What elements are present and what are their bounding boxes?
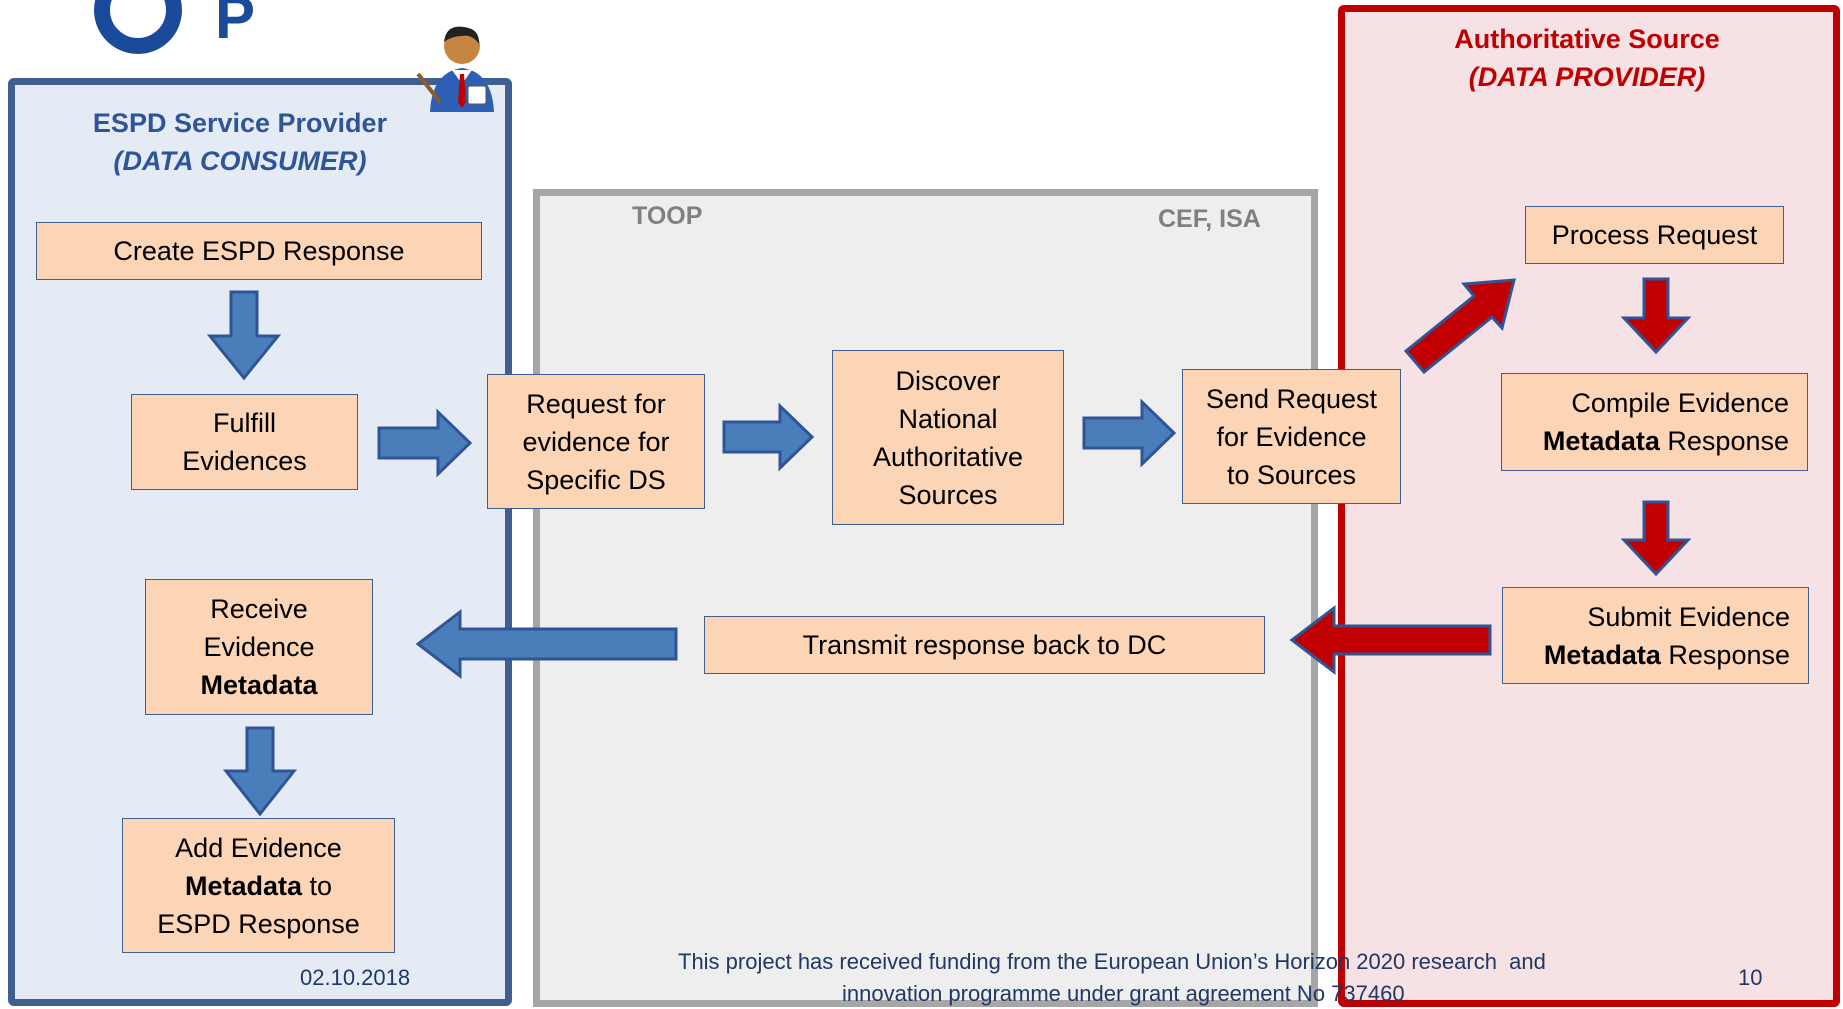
arrow-down-create-to-fulfill [206, 290, 282, 381]
cef-isa-label: CEF, ISA [1158, 205, 1261, 233]
transmit-text: Transmit response back to DC [802, 630, 1167, 660]
process-request-box: Process Request [1525, 206, 1784, 264]
submit-line-2-rest: Response [1660, 639, 1790, 670]
fulfill-line-1: Fulfill [212, 408, 276, 438]
compile-evidence-box: Compile Evidence Metadata Response [1501, 373, 1808, 471]
discover-line-4: Sources [898, 479, 998, 510]
request-line-1: Request for [526, 388, 666, 419]
discover-line-3: Authoritative [872, 441, 1024, 472]
transmit-response-box: Transmit response back to DC [704, 616, 1265, 674]
receive-evidence-metadata-box: Receive Evidence Metadata [145, 579, 373, 715]
arrow-right-fulfill-to-request [377, 408, 473, 478]
submit-line-2-bold: Metadata [1543, 639, 1661, 670]
date-label: 02.10.2018 [300, 965, 411, 990]
add-line-2-bold: Metadata [184, 870, 302, 901]
toop-panel [533, 189, 1318, 1007]
page-number: 10 [1738, 965, 1763, 990]
submit-line-2: Metadata Response [1544, 636, 1790, 674]
funding-line-1: This project has received funding from t… [678, 949, 1546, 974]
send-request-box: Send Request for Evidence to Sources [1182, 369, 1401, 504]
arrow-down-receive-to-add [222, 726, 298, 817]
compile-line-2-rest: Response [1659, 426, 1789, 456]
arrow-down-process-to-compile [1620, 277, 1692, 355]
logo-icon [70, 0, 290, 70]
discover-sources-box: Discover National Authoritative Sources [832, 350, 1064, 525]
send-line-1: Send Request [1205, 383, 1378, 414]
add-line-2: Metadata to [157, 867, 360, 905]
arrow-down-compile-to-submit [1620, 500, 1692, 577]
submit-line-1: Submit Evidence [1587, 601, 1790, 632]
fulfill-evidences-box: Fulfill Evidences [131, 394, 358, 490]
compile-line-2: Metadata Response [1543, 422, 1789, 460]
discover-line-2: National [898, 403, 998, 434]
send-line-3: to Sources [1226, 459, 1357, 490]
consumer-title: ESPD Service Provider [92, 108, 388, 138]
provider-title: Authoritative Source [1454, 24, 1720, 54]
send-line-2: for Evidence [1216, 421, 1367, 452]
arrow-left-submit-to-transmit [1289, 604, 1492, 676]
request-line-2: evidence for [522, 426, 670, 457]
compile-line-2-bold: Metadata [1542, 426, 1660, 456]
compile-line-1: Compile Evidence [1571, 388, 1789, 418]
arrow-diagonal-send-to-process [1403, 278, 1516, 375]
create-espd-response-text: Create ESPD Response [113, 236, 405, 266]
receive-line-2: Evidence [203, 632, 315, 662]
process-text: Process Request [1551, 220, 1758, 250]
logo-text: P [215, 0, 256, 51]
add-line-1: Add Evidence [175, 832, 342, 863]
add-line-3: ESPD Response [157, 908, 360, 939]
discover-line-1: Discover [895, 365, 1001, 396]
add-line-2-rest: to [301, 870, 333, 901]
request-line-3: Specific DS [526, 464, 666, 495]
consumer-subtitle: (DATA CONSUMER) [113, 146, 367, 176]
arrow-right-request-to-discover [722, 402, 815, 472]
funding-line-2: innovation programme under grant agreeme… [842, 981, 1405, 1006]
toop-label: TOOP [632, 202, 703, 230]
fulfill-line-2: Evidences [182, 446, 307, 476]
create-espd-response-box: Create ESPD Response [36, 222, 482, 280]
add-evidence-metadata-box: Add Evidence Metadata to ESPD Response [122, 818, 395, 953]
person-icon [416, 26, 494, 112]
arrow-right-discover-to-send [1082, 398, 1177, 468]
provider-subtitle: (DATA PROVIDER) [1468, 62, 1706, 92]
request-evidence-box: Request for evidence for Specific DS [487, 374, 705, 509]
receive-line-3: Metadata [200, 670, 318, 700]
data-provider-panel [1338, 5, 1840, 1007]
receive-line-1: Receive [210, 594, 308, 624]
arrow-left-transmit-to-receive [415, 608, 678, 680]
submit-evidence-box: Submit Evidence Metadata Response [1502, 587, 1809, 684]
